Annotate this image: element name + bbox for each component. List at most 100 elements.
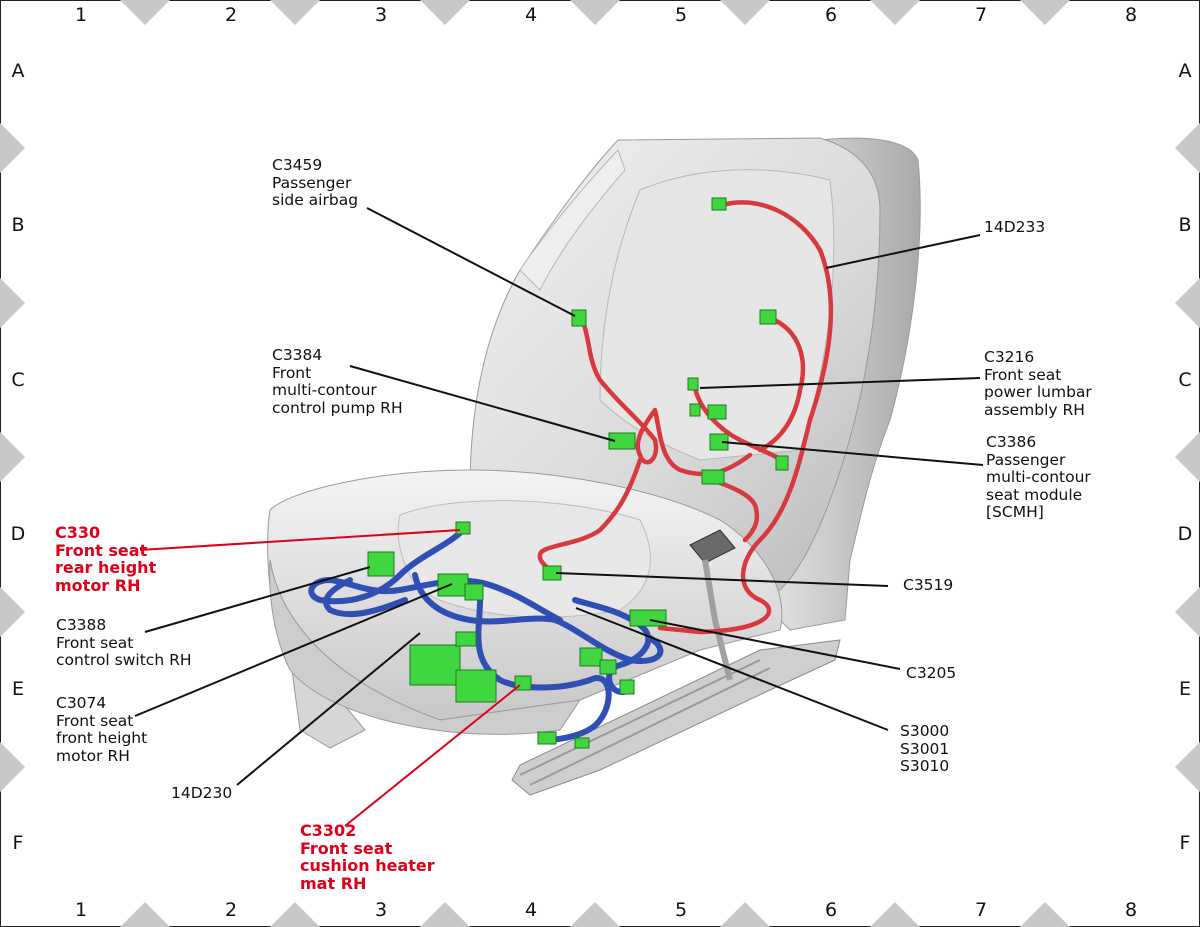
- grid-letter: F: [13, 832, 24, 854]
- label-14d230: 14D230: [171, 784, 233, 803]
- right-marker: [1175, 742, 1200, 792]
- label-c3388: C3388 Front seat control switch RH: [56, 616, 192, 670]
- connector-c3384: [608, 432, 636, 450]
- label-line: Front seat: [55, 540, 148, 560]
- bottom-marker: [270, 902, 320, 927]
- grid-number: 1: [75, 899, 87, 921]
- label-line: Front seat: [984, 365, 1062, 384]
- harness-branch-back: [757, 315, 806, 453]
- seat-belt-buckle: [689, 529, 736, 564]
- label-line: C3302: [300, 821, 357, 840]
- top-marker: [120, 0, 170, 25]
- label-line: motor RH: [55, 575, 141, 595]
- label-line: Front seat: [56, 633, 134, 652]
- label-line: S3001: [900, 739, 950, 758]
- label-line: C3074: [56, 694, 107, 712]
- harness-blue: [308, 525, 664, 743]
- grid-number: 5: [675, 4, 687, 26]
- label-c3386: C3386 Passenger multi-contour seat modul…: [986, 433, 1091, 522]
- label-line: Passenger: [272, 173, 352, 192]
- harness-blue-loop: [412, 572, 664, 664]
- label-line: rear height: [55, 558, 157, 577]
- grid-letter: B: [11, 214, 24, 236]
- grid-letters-left: A B C D E F: [11, 60, 26, 854]
- seat-illustration: [267, 137, 921, 796]
- connector-back-low: [701, 469, 725, 485]
- left-marker: [0, 278, 25, 328]
- leader-c3384: [349, 365, 616, 442]
- label-line: mat RH: [300, 873, 367, 893]
- leader-c3388: [144, 566, 371, 633]
- top-marker: [270, 0, 320, 25]
- connector-module-b: [455, 669, 497, 703]
- connector-under-c: [619, 679, 635, 695]
- grid-number: 8: [1125, 4, 1137, 26]
- label-line: 14D230: [171, 784, 233, 802]
- label-line: side airbag: [272, 191, 359, 209]
- top-marker: [720, 0, 770, 25]
- left-marker: [0, 742, 25, 792]
- label-line: [SCMH]: [986, 503, 1044, 521]
- label-line: seat module: [986, 485, 1083, 504]
- label-line: C3388: [56, 616, 107, 634]
- label-c3074: C3074 Front seat front height motor RH: [56, 694, 147, 765]
- leader-c3216: [699, 377, 981, 389]
- right-marker: [1175, 278, 1200, 328]
- label-line: control pump RH: [272, 398, 403, 417]
- grid-letter: E: [12, 678, 24, 700]
- seat-back-edge-left: [519, 149, 626, 291]
- label-s3000: S3000 S3001 S3010: [900, 722, 950, 776]
- label-line: C3386: [986, 433, 1037, 451]
- connector-c3074b: [464, 583, 484, 601]
- label-line: multi-contour: [272, 381, 377, 399]
- connector-back-mid: [707, 404, 727, 420]
- grid-letter: B: [1178, 214, 1191, 236]
- leader-14d230: [236, 632, 421, 786]
- grid-letter: D: [11, 523, 26, 545]
- connector-under-e: [574, 737, 590, 749]
- grid-number: 6: [825, 899, 837, 921]
- grid-number: 4: [525, 4, 537, 26]
- top-marker: [570, 0, 620, 25]
- connector-back-upper: [759, 309, 777, 325]
- connector-under-b: [599, 659, 617, 675]
- bottom-marker: [720, 902, 770, 927]
- grid-number: 5: [675, 899, 687, 921]
- label-line: cushion heater: [300, 856, 435, 875]
- top-marker: [870, 0, 920, 25]
- seat-belt-stalk: [702, 559, 733, 681]
- top-marker: [420, 0, 470, 25]
- harness-14d230: [308, 525, 563, 623]
- leader-c3074: [134, 583, 453, 717]
- bottom-marker: [870, 902, 920, 927]
- harness-14d233: [657, 200, 834, 635]
- connectors: [367, 197, 789, 749]
- right-marker: [1175, 587, 1200, 637]
- bottom-marker: [1020, 902, 1070, 927]
- harness-red: [537, 200, 834, 635]
- label-line: C330: [55, 523, 101, 542]
- label-line: multi-contour: [986, 468, 1091, 486]
- grid-letter: C: [1178, 369, 1191, 391]
- left-marker: [0, 123, 25, 173]
- leader-c3459: [366, 207, 576, 317]
- connector-back-right: [775, 455, 789, 471]
- connector-c3216: [687, 377, 699, 391]
- label-c3459: C3459 Passenger side airbag: [272, 156, 359, 210]
- label-14d233: 14D233: [984, 218, 1045, 237]
- seat-rail-inner: [519, 659, 771, 786]
- label-line: power lumbar: [984, 383, 1092, 401]
- grid-letters-right: A B C D E F: [1178, 60, 1193, 854]
- bottom-marker: [420, 902, 470, 927]
- connector-module-top: [455, 631, 477, 647]
- grid-number: 2: [225, 899, 237, 921]
- grid-numbers-bottom: 1 2 3 4 5 6 7 8: [75, 899, 1137, 921]
- leader-c330: [139, 529, 461, 551]
- connector-c330: [455, 521, 471, 535]
- grid-number: 7: [975, 4, 987, 26]
- connector-back-top: [711, 197, 727, 211]
- connector-c3205: [629, 609, 667, 627]
- leader-14d233: [825, 234, 981, 269]
- label-line: Front seat: [56, 711, 134, 730]
